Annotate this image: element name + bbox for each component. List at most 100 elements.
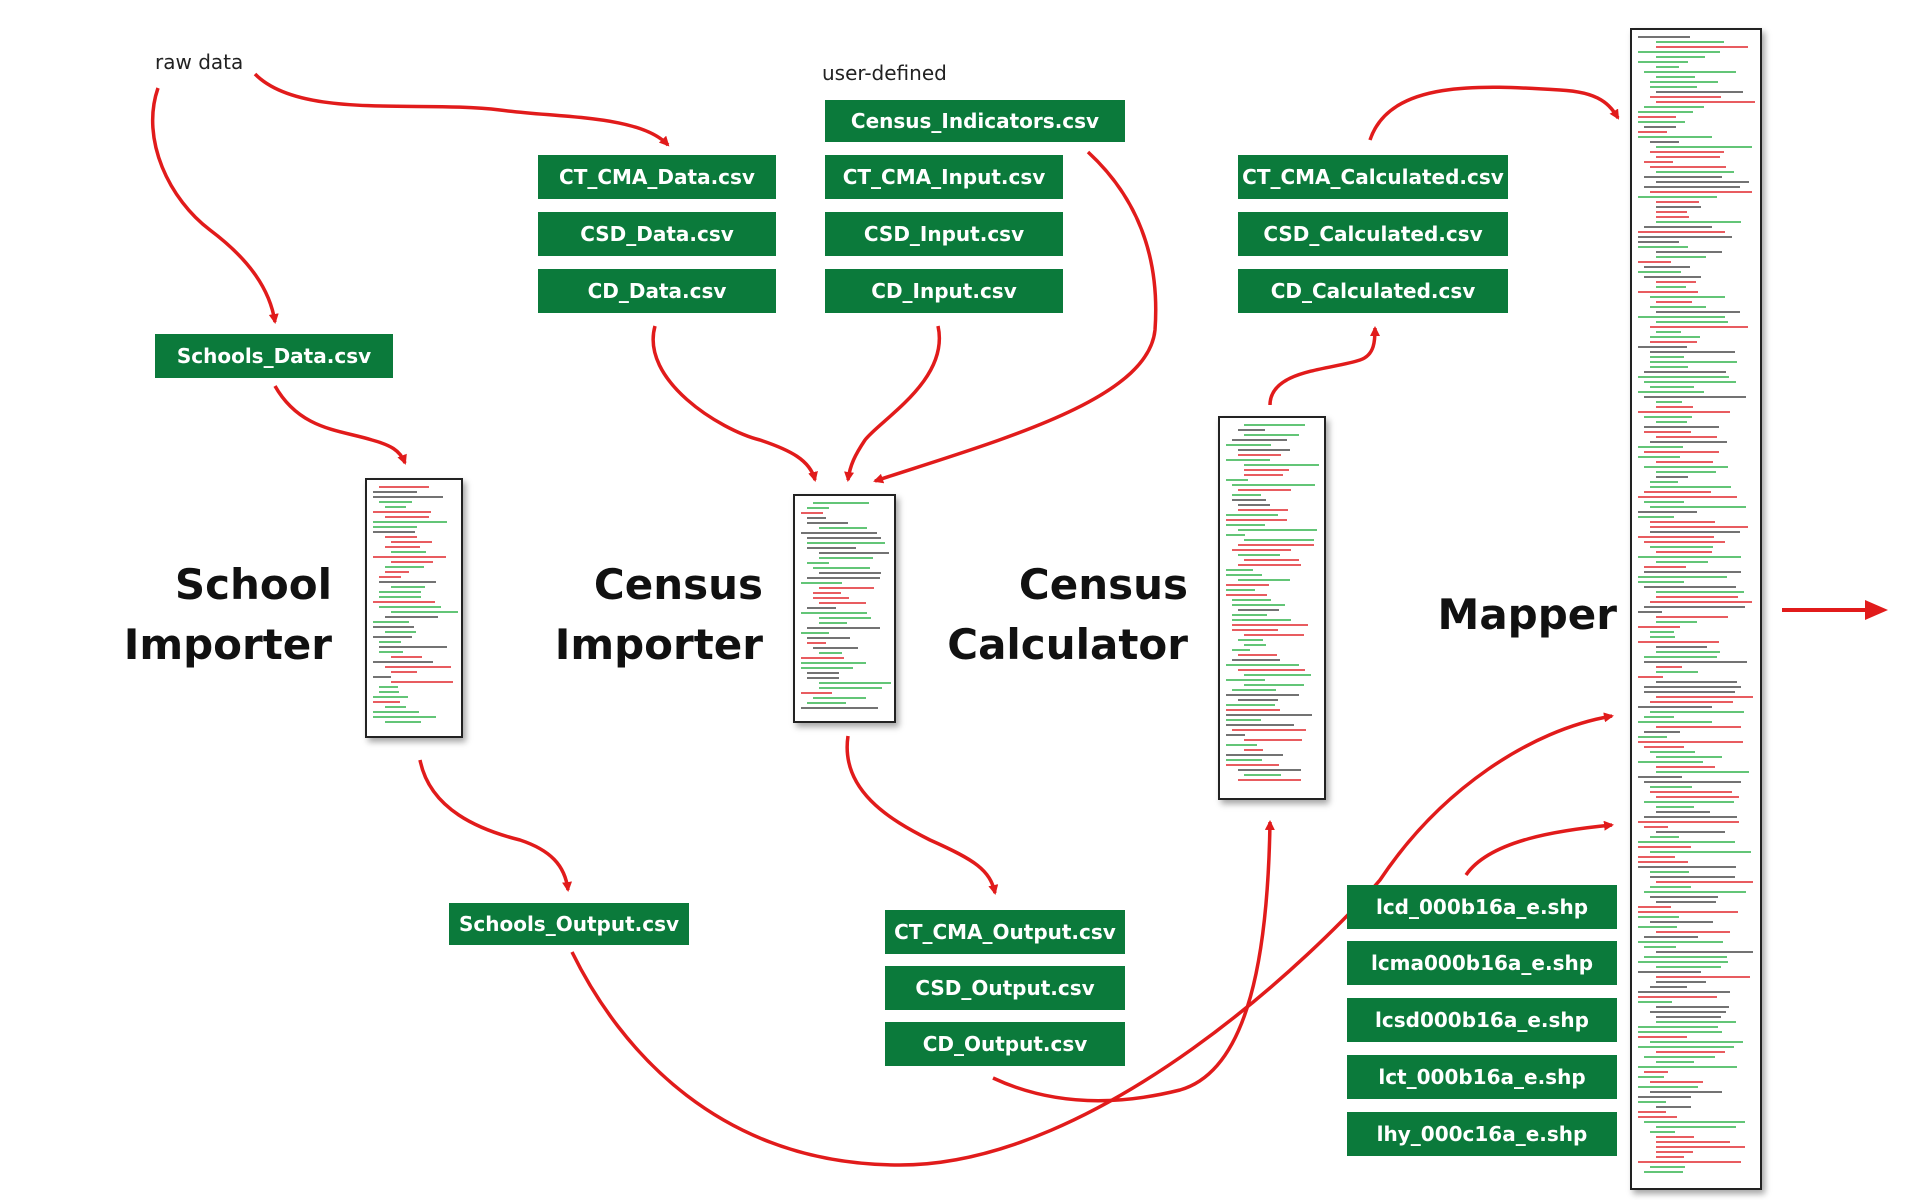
code-line xyxy=(1638,446,1683,448)
code-line xyxy=(373,716,436,718)
code-line xyxy=(807,672,839,674)
code-line xyxy=(1238,489,1291,491)
code-line xyxy=(1238,669,1305,671)
code-line xyxy=(1656,966,1721,968)
code-line xyxy=(1650,506,1746,508)
file-ct-cma-output: CT_CMA_Output.csv xyxy=(885,910,1125,954)
code-line xyxy=(1656,621,1698,623)
code-line xyxy=(1650,871,1690,873)
code-line xyxy=(1244,684,1305,686)
code-line xyxy=(819,652,843,654)
code-line xyxy=(1656,976,1750,978)
code-line xyxy=(1656,1146,1745,1148)
code-line xyxy=(1650,191,1752,193)
code-line xyxy=(379,606,441,608)
code-lines xyxy=(373,486,458,730)
code-line xyxy=(391,671,417,673)
code-line xyxy=(1232,729,1307,731)
code-line xyxy=(801,707,879,709)
code-line xyxy=(1656,281,1696,283)
code-line xyxy=(1244,644,1267,646)
code-line xyxy=(1226,709,1281,711)
code-line xyxy=(1232,614,1268,616)
code-line xyxy=(1644,956,1728,958)
code-line xyxy=(1226,724,1295,726)
code-line xyxy=(1656,1016,1721,1018)
code-line xyxy=(1644,661,1747,663)
code-line xyxy=(1656,616,1728,618)
code-line xyxy=(1656,156,1720,158)
code-lines xyxy=(1226,424,1319,792)
code-line xyxy=(1650,386,1694,388)
code-line xyxy=(1638,821,1739,823)
code-line xyxy=(385,721,421,723)
code-line xyxy=(1656,831,1725,833)
code-line xyxy=(1644,106,1705,108)
code-line xyxy=(813,502,869,504)
code-line xyxy=(807,607,836,609)
code-line xyxy=(1656,251,1722,253)
code-line xyxy=(1644,161,1673,163)
code-line xyxy=(801,657,844,659)
code-line xyxy=(1638,61,1689,63)
code-line xyxy=(1650,441,1728,443)
code-line xyxy=(1656,211,1687,213)
code-line xyxy=(385,616,438,618)
code-line xyxy=(1656,591,1745,593)
code-line xyxy=(379,641,401,643)
code-line xyxy=(379,646,447,648)
code-line xyxy=(1638,116,1676,118)
code-line xyxy=(379,581,436,583)
code-line xyxy=(1226,754,1284,756)
school-importer-title-line2: Importer xyxy=(123,620,332,669)
file-cd-input: CD_Input.csv xyxy=(825,269,1063,313)
code-line xyxy=(1232,659,1280,661)
code-line xyxy=(1650,356,1684,358)
code-line xyxy=(1232,549,1292,551)
code-line xyxy=(1656,436,1717,438)
arrow-census-importer-to-outputs xyxy=(845,735,999,895)
code-line xyxy=(813,592,841,594)
code-line xyxy=(1644,431,1691,433)
arrow-calculated-to-mapper xyxy=(1368,85,1620,141)
code-line xyxy=(1656,981,1707,983)
code-line xyxy=(1656,421,1687,423)
code-line xyxy=(1650,886,1692,888)
code-line xyxy=(1638,911,1738,913)
code-line xyxy=(379,651,403,653)
code-line xyxy=(385,506,406,508)
code-line xyxy=(1656,696,1753,698)
code-line xyxy=(1650,986,1688,988)
code-line xyxy=(1226,519,1288,521)
code-line xyxy=(1656,56,1706,58)
code-line xyxy=(1644,71,1737,73)
code-line xyxy=(1656,881,1754,883)
code-line xyxy=(1656,1051,1725,1053)
code-line xyxy=(1226,764,1279,766)
code-line xyxy=(373,676,391,678)
code-line xyxy=(1244,464,1319,466)
code-line xyxy=(1638,1101,1667,1103)
code-line xyxy=(1656,221,1742,223)
school-importer-script-thumbnail xyxy=(365,478,463,738)
code-line xyxy=(1644,826,1668,828)
code-line xyxy=(1638,776,1683,778)
code-line xyxy=(1238,509,1288,511)
code-line xyxy=(1638,706,1712,708)
arrow-mapper-output xyxy=(1782,600,1888,620)
code-line xyxy=(1638,1161,1741,1163)
code-line xyxy=(1644,891,1747,893)
code-line xyxy=(379,686,399,688)
code-line xyxy=(1650,86,1697,88)
file-csd-output: CSD_Output.csv xyxy=(885,966,1125,1010)
code-line xyxy=(1656,1106,1692,1108)
code-line xyxy=(1638,1046,1734,1048)
code-line xyxy=(1656,766,1715,768)
code-line xyxy=(379,691,400,693)
code-line xyxy=(1244,634,1305,636)
code-line xyxy=(1656,471,1716,473)
code-line xyxy=(1226,744,1257,746)
code-line xyxy=(801,532,878,534)
file-csd-input: CSD_Input.csv xyxy=(825,212,1063,256)
code-line xyxy=(1638,36,1690,38)
